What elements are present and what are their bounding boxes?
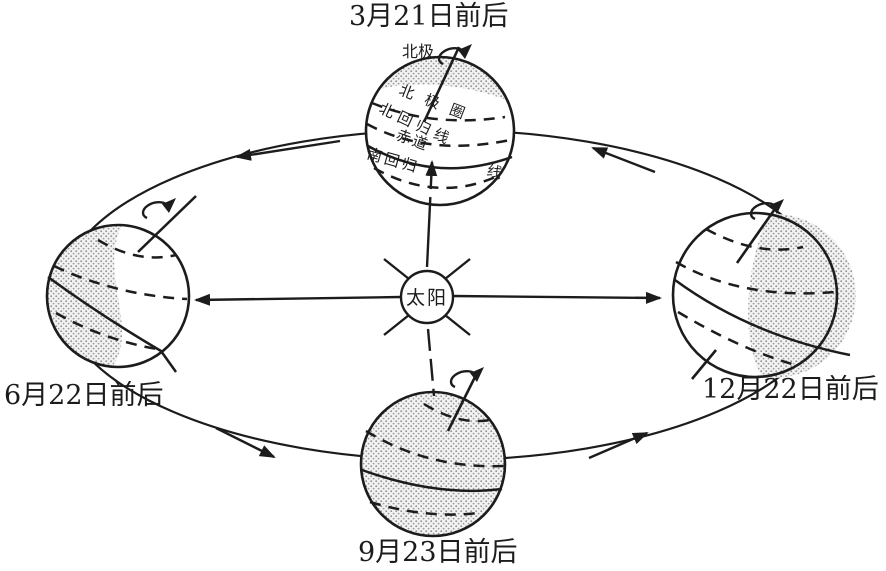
earth-december-outline	[671, 211, 839, 379]
earth-june-globe	[45, 195, 197, 373]
date-label-december: 12月22日前后	[702, 374, 879, 405]
earth-march-disc	[366, 57, 514, 205]
north-pole-label: 北极	[402, 42, 434, 61]
earth-september-axis	[446, 372, 479, 432]
earth-december-night-shade	[748, 213, 856, 378]
tropic-of-capricorn-line	[677, 310, 793, 366]
sunlight-arrow-left	[194, 293, 402, 306]
earth-june-night-shade	[45, 224, 123, 367]
equator-line	[47, 275, 178, 373]
earth-march-axis	[422, 46, 461, 123]
date-label-september: 9月23日前后	[358, 537, 518, 568]
earth-march-globe	[364, 42, 516, 207]
tropic-of-cancer-line	[53, 264, 188, 301]
tropic-of-capricorn-line	[373, 166, 501, 190]
arctic-circle-line	[423, 402, 496, 423]
revolution-arrow-bottom-left	[215, 426, 276, 459]
equator-line	[367, 144, 513, 170]
date-label-march: 3月21日前后	[349, 1, 509, 32]
sun-ray-sw	[383, 314, 410, 336]
rotation-arrow-icon	[449, 365, 486, 389]
revolution-arrow-top-right	[591, 146, 656, 174]
earth-december-globe	[671, 197, 856, 380]
tropic-of-cancer-line	[675, 260, 836, 295]
tropic-of-capricorn-line	[369, 500, 479, 516]
sunlight-line-down	[426, 328, 436, 397]
equator-line	[361, 468, 503, 493]
earth-june-axis	[137, 195, 197, 253]
equator-line	[674, 278, 851, 357]
tropic-of-capricorn-label-right: 线	[485, 161, 504, 182]
earth-june-outline	[45, 223, 191, 369]
revolution-arrow-bottom-right	[588, 431, 649, 460]
rotation-arrow-icon	[141, 196, 178, 220]
revolution-arrow-top-left	[235, 139, 341, 161]
earth-september-night-shade	[361, 392, 505, 536]
sun-ray-ne	[444, 258, 471, 280]
sun-label: 太阳	[406, 287, 448, 309]
sunlight-arrow-up	[425, 160, 438, 268]
date-label-june: 6月22日前后	[4, 380, 164, 411]
sun-ray-se	[444, 314, 471, 336]
sun-ray-nw	[383, 258, 410, 280]
tropic-of-capricorn-line	[55, 311, 158, 351]
sunlight-arrow-right	[452, 291, 662, 304]
sun-circle	[399, 269, 455, 325]
sun: 太阳	[383, 258, 471, 336]
earth-december-axis-south-tip	[690, 349, 718, 380]
arctic-circle-line	[371, 101, 506, 122]
earth-december-axis	[735, 205, 779, 264]
earth-september-globe	[359, 365, 507, 538]
arctic-circle-line	[97, 238, 177, 259]
